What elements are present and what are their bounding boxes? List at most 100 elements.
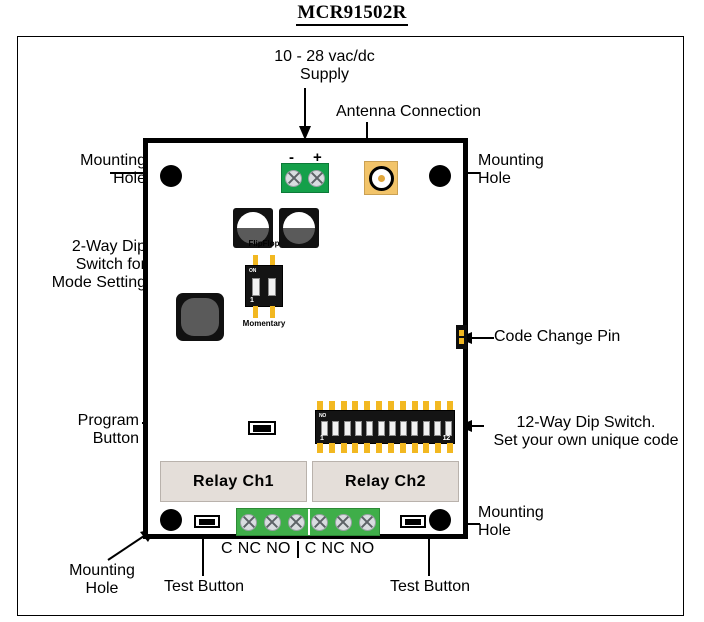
dip-12way-pin-bottom-4 (352, 443, 359, 453)
power-terminal-plus-label: + (313, 149, 322, 166)
dip-12way-pin-top-8 (399, 401, 406, 411)
relay-component-2 (279, 208, 319, 248)
dip-12way-pin-bottom-10 (423, 443, 430, 453)
pcb-board: - + FlipFlop (143, 138, 468, 539)
page-title-text: MCR91502R (296, 2, 408, 26)
dip-12way-pin-top-2 (328, 401, 335, 411)
dip-12way-pins-top (311, 401, 459, 411)
dip-switch-12way[interactable]: NO 1 12 (311, 401, 459, 453)
dip-12way-on-marker: NO (319, 413, 327, 419)
dip-12way-slider-1[interactable] (321, 421, 328, 436)
dip-2way-pins-top (240, 255, 288, 267)
dip-2way-top-label: FlipFlop (248, 239, 280, 248)
relay-component-2-disc (283, 212, 315, 244)
antenna-ring-icon (368, 165, 394, 191)
terminal-labels-ch1: C NC NO (221, 540, 291, 558)
mounting-hole-bottom-right (429, 509, 451, 531)
terminal-labels-ch2: C NC NO (305, 540, 375, 558)
dip-12way-pin-bottom-2 (328, 443, 335, 453)
dip-12way-slider-7[interactable] (388, 421, 396, 436)
dip-2way-first-pin-number: 1 (250, 297, 254, 304)
dip-12way-slider-5[interactable] (366, 421, 374, 436)
dip-12way-last-pin-number: 12 (442, 435, 451, 442)
mounting-hole-top-right (429, 165, 451, 187)
dip-12way-pin-top-10 (423, 401, 430, 411)
test-button-left[interactable] (194, 515, 220, 528)
label-test-button-left: Test Button (163, 578, 245, 595)
dip-2way-slider-1[interactable] (252, 278, 260, 296)
dip-12way-pin-top-5 (364, 401, 371, 411)
terminal-labels-separator (296, 540, 299, 558)
dip-12way-pin-top-4 (352, 401, 359, 411)
dip-12way-slider-6[interactable] (377, 421, 385, 436)
code-change-pin-2 (459, 338, 464, 345)
dip-2way-body[interactable]: ON 1 (245, 265, 283, 307)
dip-12way-slider-9[interactable] (411, 421, 419, 436)
dip-12way-pin-bottom-3 (340, 443, 347, 453)
terminal-screw-ch1-no (287, 513, 305, 531)
label-mounting-hole-bottom-right: Mounting Hole (478, 504, 544, 539)
dip-12way-pin-top-1 (316, 401, 323, 411)
terminal-labels-row: C NC NO C NC NO (221, 540, 374, 558)
dip-12way-slider-2[interactable] (332, 421, 340, 436)
terminal-label-ch2-no: NO (349, 540, 375, 557)
label-mounting-hole-bottom-left: Mounting Hole (69, 562, 135, 597)
terminal-screw-ch2-no (358, 513, 376, 531)
antenna-center-pin (377, 174, 385, 182)
coil-core (181, 298, 219, 336)
dip-12way-pin-top-9 (411, 401, 418, 411)
dip-12way-slider-3[interactable] (343, 421, 351, 436)
dip-12way-pin-top-12 (447, 401, 454, 411)
test-button-right-cap (405, 518, 421, 525)
dip-12way-pins-bottom (311, 443, 459, 453)
dip-2way-pin-bottom-2 (270, 306, 276, 318)
dip-2way-slider-2[interactable] (268, 278, 276, 296)
dip-12way-pin-bottom-12 (447, 443, 454, 453)
code-change-pin-header[interactable] (456, 325, 467, 349)
terminal-screw-ch2-c (311, 513, 329, 531)
program-button-cap (253, 424, 271, 432)
dip-12way-slider-10[interactable] (422, 421, 430, 436)
terminal-screw-ch1-c (240, 513, 258, 531)
dip-2way-pin-bottom-1 (252, 306, 258, 318)
dip-12way-slider-4[interactable] (354, 421, 362, 436)
dip-12way-slider-11[interactable] (434, 421, 441, 436)
label-mounting-hole-top-right: Mounting Hole (478, 152, 544, 187)
dip-2way-pins-bottom (240, 306, 288, 318)
dip-12way-pin-top-7 (387, 401, 394, 411)
label-program-button: Program Button (77, 412, 139, 447)
antenna-connector (364, 161, 398, 195)
test-button-left-cap (199, 518, 215, 525)
dip-2way-pin-top-1 (252, 255, 258, 267)
label-antenna-connection: Antenna Connection (336, 103, 481, 120)
dip-12way-slider-12[interactable] (445, 421, 453, 436)
dip-12way-slider-8[interactable] (400, 421, 408, 436)
leader-test-button-right-line (428, 538, 430, 576)
output-terminal-block (236, 508, 380, 536)
dip-12way-pin-bottom-6 (376, 443, 383, 453)
dip-2way-on-marker: ON (249, 268, 257, 274)
power-terminal-minus-label: - (289, 149, 294, 166)
terminal-label-ch1-no: NO (266, 540, 291, 557)
dip-12way-body[interactable]: NO 1 12 (315, 410, 455, 444)
label-test-button-right: Test Button (389, 578, 471, 595)
label-supply: 10 - 28 vac/dc Supply (274, 48, 375, 83)
test-button-right[interactable] (400, 515, 426, 528)
dip-2way-pin-top-2 (270, 255, 276, 267)
dip-2way-bottom-label: Momentary (242, 319, 286, 328)
page-title: MCR91502R (0, 2, 704, 26)
mounting-hole-bottom-left (160, 509, 182, 531)
relay-component-1-disc (237, 212, 269, 244)
dip-12way-pin-bottom-5 (364, 443, 371, 453)
leader-test-button-left-line (202, 538, 204, 576)
power-screw-plus (308, 169, 325, 187)
dip-12way-pin-bottom-8 (399, 443, 406, 453)
code-change-pin-1 (459, 329, 464, 336)
program-button[interactable] (248, 421, 276, 435)
terminal-label-ch1-c: C (221, 540, 233, 557)
dip-12way-first-pin-number: 1 (320, 435, 324, 442)
dip-switch-2way[interactable]: FlipFlop ON 1 Momentary (240, 239, 288, 328)
relay-channel-1-box: Relay Ch1 (160, 461, 307, 502)
dip-12way-pin-bottom-1 (316, 443, 323, 453)
